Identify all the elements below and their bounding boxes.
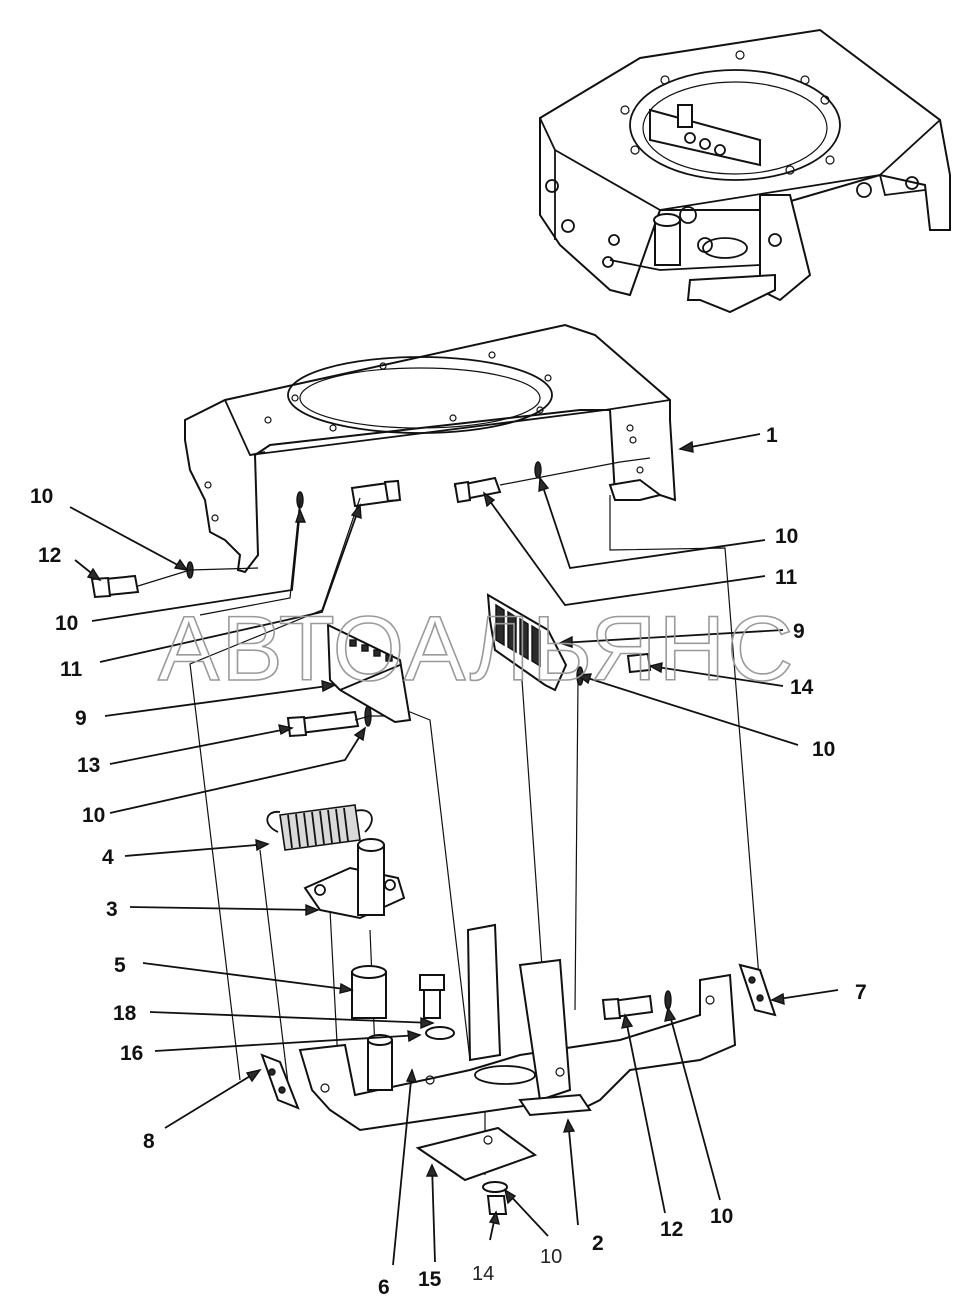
callout-11: 11 (60, 658, 83, 681)
callout-14: 14 (790, 676, 814, 699)
bracket-part-1 (184, 323, 677, 574)
callout-2: 2 (592, 1232, 604, 1255)
bolt-part-12-lower (601, 990, 672, 1021)
callout-8: 8 (143, 1130, 155, 1153)
callout-10: 10 (812, 738, 835, 761)
callout-labels: 1 10 12 10 11 10 11 9 14 10 9 13 10 4 3 … (30, 424, 867, 1299)
plate-9-right (486, 593, 652, 692)
callout-10: 10 (55, 612, 78, 635)
base-bracket-part-2 (298, 923, 737, 1132)
fasteners-top (90, 461, 542, 738)
callout-14: 14 (472, 1263, 494, 1285)
callout-10: 10 (710, 1205, 733, 1228)
callout-1: 1 (766, 424, 778, 447)
plate-part-8 (260, 1053, 300, 1110)
leader-lines (69, 433, 839, 1266)
nut-part-14-lower (486, 1195, 508, 1215)
plate-9-left (326, 623, 412, 724)
callout-9: 9 (793, 620, 805, 643)
callout-10: 10 (30, 485, 53, 508)
lever-part-3 (303, 838, 406, 920)
callout-6: 6 (378, 1276, 390, 1299)
assembly-lines (137, 457, 761, 1175)
callout-16: 16 (120, 1042, 143, 1065)
sleeve-part-5 (351, 965, 387, 1019)
callout-9: 9 (75, 707, 87, 730)
callout-7: 7 (855, 981, 867, 1004)
watermark: АВТОАЛЬЯНС (158, 598, 796, 700)
assembled-view (539, 28, 951, 314)
washer-part-10-lower (482, 1181, 508, 1193)
callout-13: 13 (77, 754, 100, 777)
spring-part-4 (266, 804, 373, 851)
callout-3: 3 (106, 898, 118, 921)
callout-11: 11 (775, 566, 798, 589)
callout-12: 12 (38, 544, 61, 567)
callout-12: 12 (660, 1218, 683, 1241)
callout-10: 10 (82, 804, 105, 827)
bolt-part-18 (419, 974, 445, 1019)
washer-part-16 (425, 1026, 455, 1040)
callout-18: 18 (113, 1002, 137, 1025)
plate-part-7 (738, 963, 777, 1017)
callout-10: 10 (540, 1246, 562, 1268)
plate-part-15 (415, 1126, 538, 1182)
callout-4: 4 (102, 846, 114, 869)
callout-10: 10 (775, 525, 798, 548)
callout-5: 5 (114, 954, 126, 977)
callout-15: 15 (418, 1268, 442, 1291)
